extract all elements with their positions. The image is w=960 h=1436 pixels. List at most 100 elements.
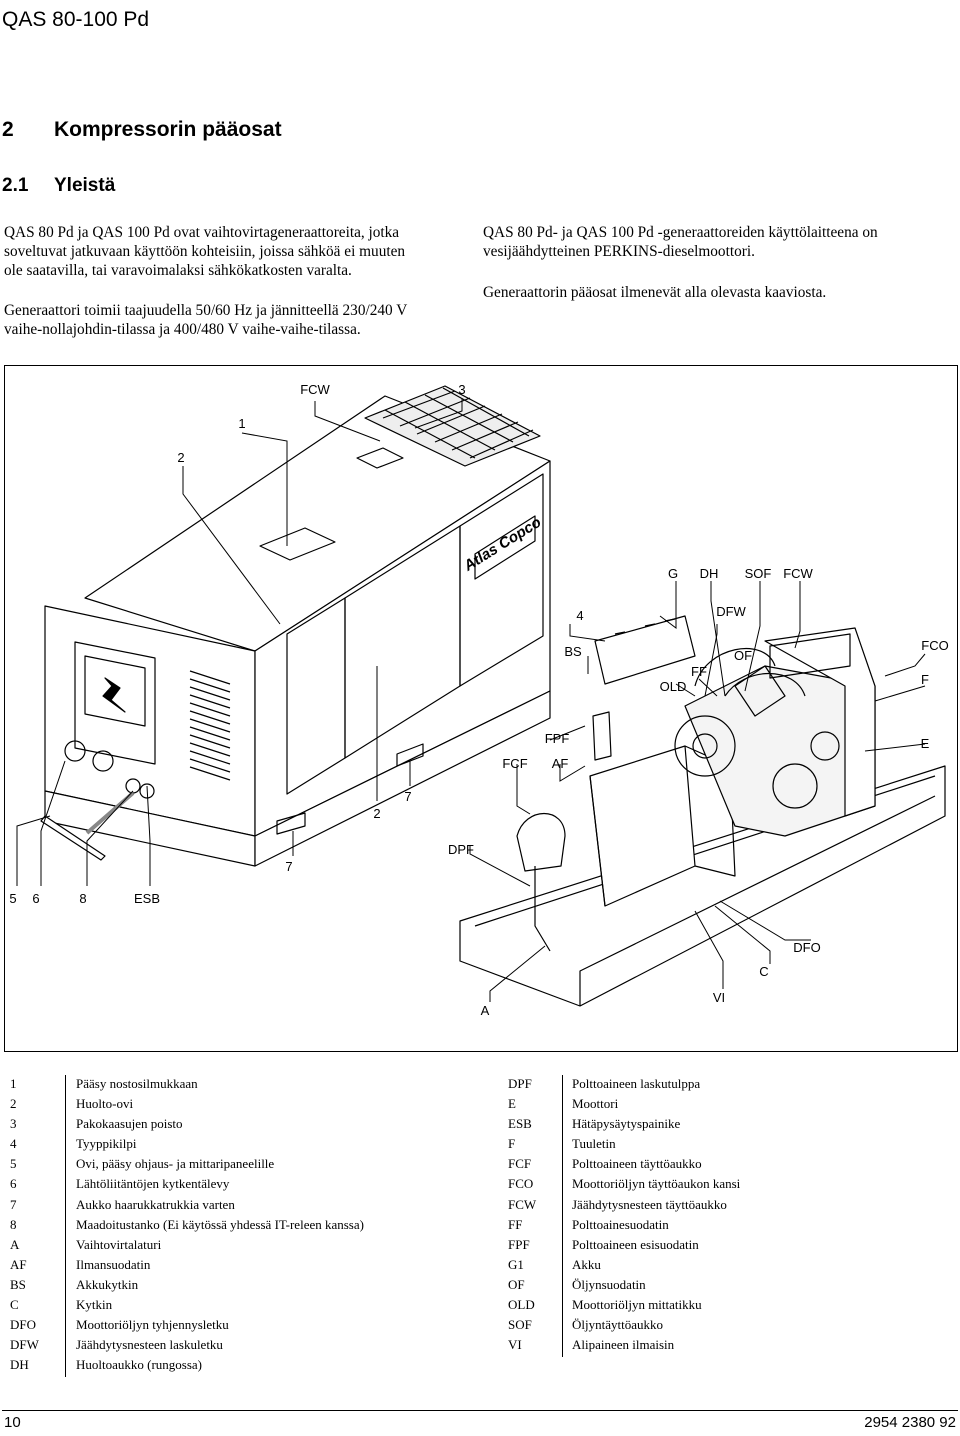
legend-key: BS [10,1276,26,1292]
legend-text: Alipaineen ilmaisin [572,1337,675,1353]
subsection-number: 2.1 [2,175,29,196]
legend-text: Polttoainesuodatin [572,1216,669,1232]
intro-paragraph-1: QAS 80 Pd ja QAS 100 Pd ovat vaihtovirta… [4,223,464,280]
legend-row: FF Polttoainesuodatin [508,1215,958,1235]
legend-key: 8 [10,1216,17,1232]
page-number: 10 [4,1414,21,1431]
legend-key: FCW [508,1196,537,1212]
legend-key: AF [10,1256,27,1272]
subsection-heading: 2.1 Yleistä [2,175,115,197]
legend-key: F [508,1136,516,1152]
callout-dfo: DFO [793,940,820,955]
legend-row: 6 Lähtöliitäntöjen kytkentälevy [10,1174,480,1194]
legend-row: VI Alipaineen ilmaisin [508,1335,958,1355]
callout-sof: SOF [745,566,772,581]
legend-key: FCF [508,1156,532,1172]
legend-text: Ilmansuodatin [76,1256,151,1272]
callout-g: G [668,566,678,581]
legend-row: BS Akkukytkin [10,1275,480,1295]
legend-key: 3 [10,1116,17,1132]
callout-dfw: DFW [716,604,746,619]
callout-esb: ESB [134,891,160,906]
section-number: 2 [2,118,14,141]
legend-text: Polttoaineen laskutulppa [572,1076,701,1091]
legend-key: OLD [508,1297,535,1313]
legend-text: Tuuletin [572,1136,616,1152]
text-line: vaihe-nollajohdin-tilassa ja 400/480 V v… [4,321,361,338]
generator-illustration: Atlas Copco [9,382,948,1018]
callout-f: F [921,672,929,687]
legend-key: A [10,1236,20,1252]
callout-5: 5 [9,891,16,906]
intro-paragraph-2: Generaattori toimii taajuudella 50/60 Hz… [4,301,464,339]
legend-key: C [10,1297,19,1313]
legend-key: VI [508,1337,522,1353]
legend-row: DH Huoltoaukko (rungossa) [10,1355,480,1375]
callout-fcw-top: FCW [300,382,330,397]
engine-paragraph: QAS 80 Pd- ja QAS 100 Pd -generaattoreid… [483,223,960,261]
legend-key: DPF [508,1076,532,1091]
legend-row: F Tuuletin [508,1134,958,1154]
legend-key: G1 [508,1256,524,1272]
legend-text: Hätäpysäytyspainike [572,1116,681,1132]
legend-text: Jäähdytysnesteen laskuletku [76,1337,223,1353]
footer-rule [2,1410,958,1412]
legend-text: Moottoriöljyn mittatikku [572,1297,702,1313]
legend-row: DFO Moottoriöljyn tyhjennysletku [10,1315,480,1335]
legend-row: C Kytkin [10,1295,480,1315]
document-number: 2954 2380 92 [864,1414,956,1431]
callout-af: AF [552,756,569,771]
legend-row: AF Ilmansuodatin [10,1255,480,1275]
legend-text: Moottoriöljyn tyhjennysletku [76,1317,229,1333]
legend-key: 2 [10,1096,17,1112]
text-line: QAS 80 Pd- ja QAS 100 Pd -generaattoreid… [483,224,878,241]
legend-text: Öljyntäyttöaukko [572,1317,663,1333]
legend-key: 6 [10,1176,17,1192]
legend-key: FCO [508,1176,534,1192]
legend-key: 1 [10,1076,17,1091]
legend-key: ESB [508,1116,532,1132]
text-line: Generaattorin pääosat ilmenevät alla ole… [483,284,827,301]
legend-text: Moottori [572,1096,619,1112]
callout-fcw: FCW [783,566,813,581]
legend-text: Ovi, pääsy ohjaus- ja mittaripaneelille [76,1156,275,1172]
legend-text: Akkukytkin [76,1276,139,1292]
legend-key: DFO [10,1317,37,1333]
legend-key: DH [10,1357,29,1373]
legend-row: ESB Hätäpysäytyspainike [508,1114,958,1134]
text-line: ole saatavilla, tai varavoimalaksi sähkö… [4,262,352,279]
legend-text: Tyyppikilpi [76,1136,137,1152]
legend-text: Jäähdytysnesteen täyttöaukko [572,1196,727,1212]
legend-text: Kytkin [76,1297,113,1313]
legend-text: Huoltoaukko (rungossa) [76,1357,203,1373]
legend-key: FPF [508,1236,530,1252]
legend-text: Lähtöliitäntöjen kytkentälevy [76,1176,230,1192]
legend-text: Moottoriöljyn täyttöaukon kansi [572,1176,741,1192]
legend-key: 4 [10,1136,17,1152]
legend-text: Huolto-ovi [76,1096,134,1112]
callout-of: OF [734,648,752,663]
subsection-title: Yleistä [54,175,116,196]
callout-dh: DH [700,566,719,581]
callout-6: 6 [32,891,39,906]
legend-row: SOF Öljyntäyttöaukko [508,1315,958,1335]
callout-7-lower: 7 [285,859,292,874]
legend-key: FF [508,1216,523,1232]
legend-text: Pääsy nostosilmukkaan [76,1076,198,1091]
legend-key: 5 [10,1156,17,1172]
legend-text: Aukko haarukkatrukkia varten [76,1196,235,1212]
legend-row: 5 Ovi, pääsy ohjaus- ja mittaripaneelille [10,1154,480,1174]
callout-4: 4 [576,608,583,623]
legend-key: SOF [508,1317,532,1333]
text-line: Generaattori toimii taajuudella 50/60 Hz… [4,302,408,319]
